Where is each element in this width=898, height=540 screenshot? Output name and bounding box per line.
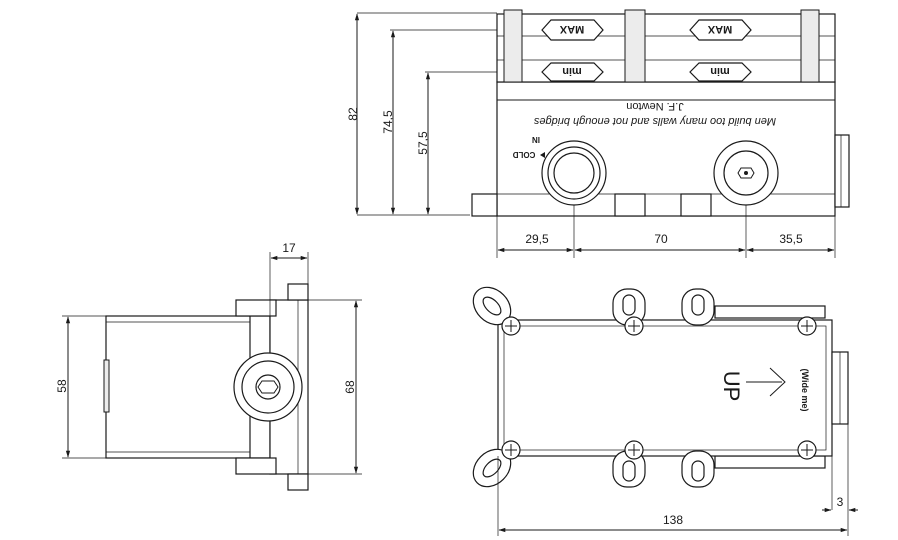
ear-bottom-mid (612, 450, 646, 488)
ear-bottom-left (472, 448, 512, 488)
dim-bottom-projection: 3 (837, 495, 844, 509)
ear-bottom-right (681, 450, 715, 488)
screw-icon (624, 316, 644, 336)
dim-bottom-width: 138 (663, 513, 683, 527)
cold-in-label: IN (532, 135, 540, 144)
cold-label: COLD (512, 150, 535, 159)
screw-icon (797, 440, 817, 460)
max-tag-right: MAX (689, 19, 752, 41)
inlet-left (541, 140, 607, 206)
min-label-right: min (710, 65, 730, 77)
screw-icon (501, 440, 521, 460)
ear-top-left (472, 286, 512, 326)
screw-icon (624, 440, 644, 460)
plate-view: UP (Wide me) 138 3 (472, 286, 858, 536)
dim-front-height-total: 82 (346, 107, 360, 121)
wide-me-label: (Wide me) (800, 369, 810, 412)
mounting-plate (497, 319, 833, 457)
max-label-right: MAX (707, 23, 732, 35)
inlet-right (713, 140, 779, 206)
dim-front-offset-right: 35,5 (779, 232, 803, 246)
ear-top-right (681, 288, 715, 326)
quote-author: J.F. Newton (626, 100, 683, 112)
front-view: MAX MAX min min J.F. Newton Men build to… (346, 9, 850, 258)
dim-side-height-left: 58 (55, 379, 69, 393)
screw-icon (501, 316, 521, 336)
dim-front-height-inlet: 57,5 (416, 131, 430, 155)
min-tag-left: min (541, 62, 604, 82)
dim-front-height-upper: 74,5 (381, 110, 395, 134)
up-label: UP (719, 371, 744, 402)
dim-side-height-right: 68 (343, 380, 357, 394)
dim-front-inlet-spacing: 70 (654, 232, 668, 246)
min-label-left: min (562, 65, 582, 77)
screw-icon (797, 316, 817, 336)
max-label-left: MAX (559, 23, 584, 35)
up-arrow-icon (746, 367, 786, 397)
dim-side-depth: 17 (282, 241, 296, 255)
dim-front-offset-left: 29,5 (525, 232, 549, 246)
ear-top-mid (612, 288, 646, 326)
side-view: 17 58 68 (55, 241, 362, 491)
max-tag-left: MAX (541, 19, 604, 41)
quote-text: Men build too many walls and not enough … (533, 115, 776, 127)
min-tag-right: min (689, 62, 752, 82)
